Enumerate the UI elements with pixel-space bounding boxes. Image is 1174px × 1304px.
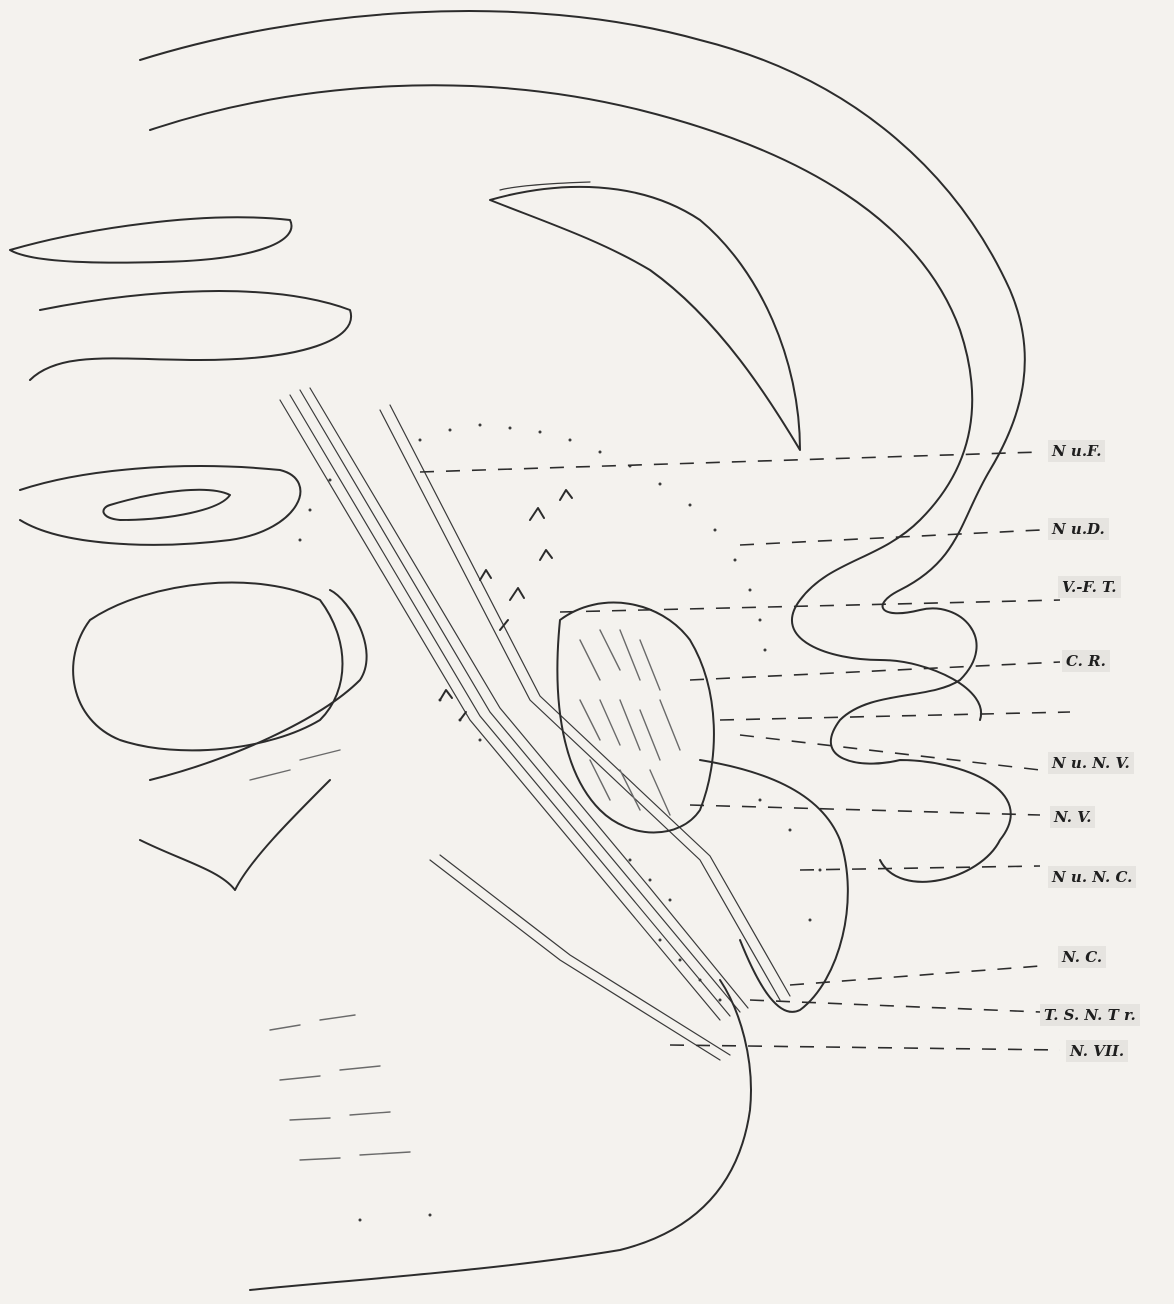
oval-cavity — [73, 583, 342, 751]
lower-fragments — [250, 750, 410, 1160]
label-nu-d: N u.D. — [1048, 518, 1109, 540]
stipple-dots — [299, 424, 822, 1222]
label-nu-n-c: N u. N. C. — [1048, 866, 1136, 888]
label-t-s-n-t: T. S. N. T r. — [1040, 1004, 1140, 1026]
label-c-r: C. R. — [1062, 650, 1110, 672]
label-nu-f: N u.F. — [1048, 440, 1105, 462]
leader-lines — [420, 452, 1070, 1050]
label-n-v: N. V. — [1050, 806, 1095, 828]
lamella-left-mid — [30, 291, 351, 380]
outer-outline — [140, 11, 1025, 882]
central-nucleus — [557, 603, 714, 833]
lamella-crescent — [490, 187, 800, 450]
label-nu-n-v: N u. N. V. — [1048, 752, 1134, 774]
label-n-c: N. C. — [1058, 946, 1106, 968]
cell-marks — [440, 490, 572, 720]
lamella-left-upper — [10, 217, 291, 262]
bottom-arc — [250, 980, 751, 1290]
label-v-f-t: V.-F. T. — [1058, 576, 1121, 598]
nucleus-hatching — [580, 630, 680, 815]
left-loop — [20, 466, 300, 545]
lower-cusp — [140, 780, 330, 890]
left-inner-loop — [103, 490, 230, 520]
inner-outline — [150, 85, 981, 720]
label-n-vii: N. VII. — [1066, 1040, 1128, 1062]
lower-lobe — [700, 760, 848, 1012]
